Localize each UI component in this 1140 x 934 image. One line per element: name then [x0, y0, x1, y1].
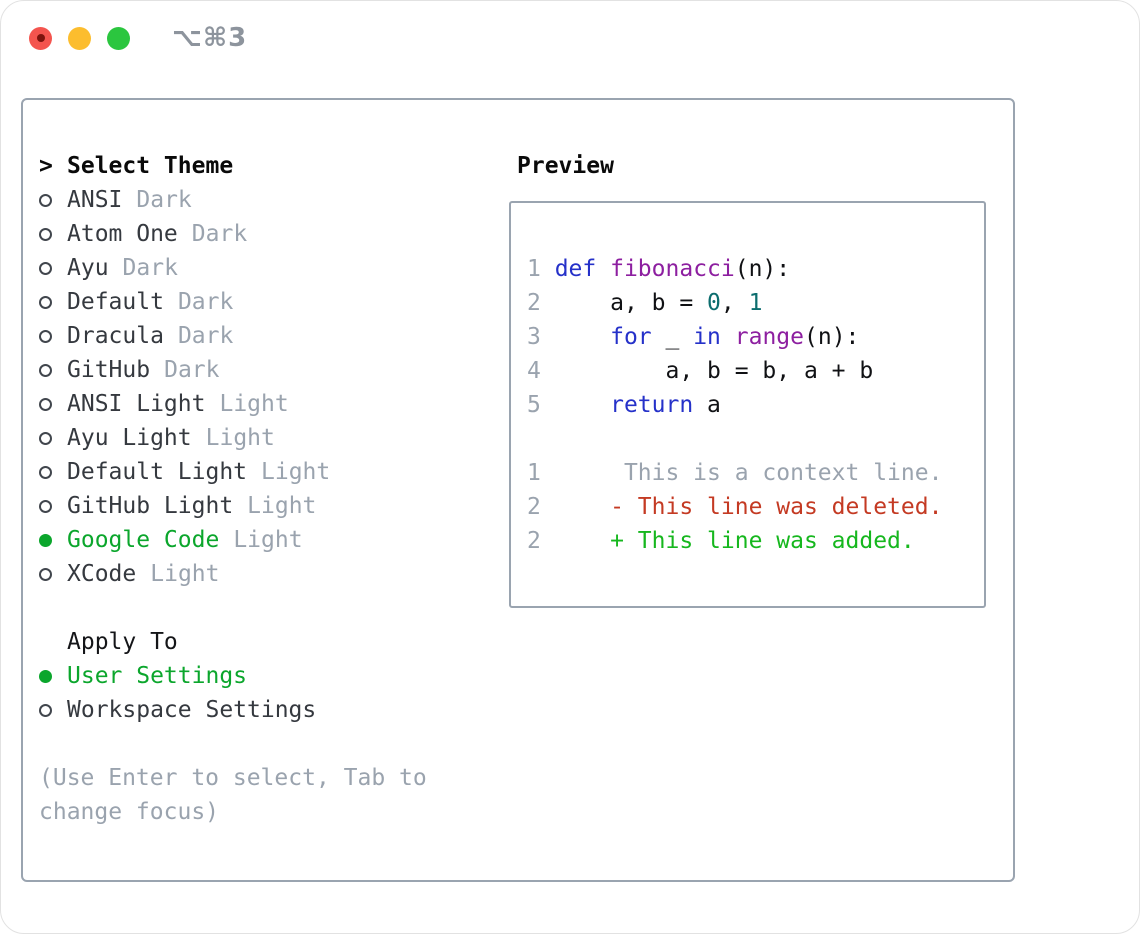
- theme-option-github-light[interactable]: GitHub Light Light: [39, 489, 491, 523]
- close-button-icon[interactable]: [29, 26, 52, 50]
- code-line: 1 This is a context line.: [527, 456, 972, 490]
- variant-tag: Dark: [122, 255, 178, 281]
- code-line: 4 a, b = b, a + b: [527, 354, 972, 388]
- radio-unselected-icon: [39, 296, 52, 309]
- radio-unselected-icon: [39, 194, 52, 207]
- code-line: 2 + This line was added.: [527, 524, 972, 558]
- radio-unselected-icon: [39, 432, 52, 445]
- option-label: XCode: [67, 561, 137, 587]
- zoom-button-icon[interactable]: [107, 26, 130, 50]
- apply-to-header: Apply To: [39, 625, 491, 659]
- line-number: 4: [527, 358, 541, 384]
- variant-tag: Light: [219, 391, 289, 417]
- theme-option-google-code[interactable]: Google Code Light: [39, 523, 491, 557]
- theme-list-header: > Select Theme: [39, 149, 491, 183]
- radio-unselected-icon: [39, 568, 52, 581]
- help-text: (Use Enter to select, Tab to change focu…: [39, 765, 427, 825]
- apply-option-workspace-settings[interactable]: Workspace Settings: [39, 693, 491, 727]
- line-number: 5: [527, 392, 541, 418]
- option-label: ANSI Light: [67, 391, 206, 417]
- apply-option-user-settings[interactable]: User Settings: [39, 659, 491, 693]
- radio-selected-icon: [39, 670, 52, 683]
- radio-unselected-icon: [39, 500, 52, 513]
- line-number: 2: [527, 290, 541, 316]
- radio-unselected-icon: [39, 228, 52, 241]
- variant-tag: Dark: [136, 187, 192, 213]
- theme-option-ayu-light[interactable]: Ayu Light Light: [39, 421, 491, 455]
- radio-unselected-icon: [39, 364, 52, 377]
- theme-option-dracula[interactable]: Dracula Dark: [39, 319, 491, 353]
- theme-option-default-light[interactable]: Default Light Light: [39, 455, 491, 489]
- option-label: Ayu: [67, 255, 109, 281]
- code-line: 1 def fibonacci(n):: [527, 252, 972, 286]
- focus-caret-icon: >: [39, 153, 53, 179]
- option-label: ANSI: [67, 187, 123, 213]
- variant-tag: Dark: [177, 289, 234, 315]
- window-title-shortcut: ⌥⌘3: [172, 23, 248, 53]
- radio-unselected-icon: [39, 262, 52, 275]
- radio-unselected-icon: [39, 466, 52, 479]
- option-label: Default: [67, 289, 164, 315]
- theme-option-ansi-light[interactable]: ANSI Light Light: [39, 387, 491, 421]
- option-label: Workspace Settings: [67, 697, 317, 723]
- option-label: GitHub Light: [67, 493, 234, 519]
- option-label: Google Code: [67, 527, 220, 553]
- variant-tag: Light: [150, 561, 220, 587]
- radio-selected-icon: [39, 534, 52, 547]
- line-number: 3: [527, 324, 541, 350]
- line-number: 2: [527, 494, 541, 520]
- preview-column: Preview 1 def fibonacci(n):2 a, b = 0, 1…: [495, 149, 995, 608]
- option-label: GitHub: [67, 357, 151, 383]
- theme-option-ansi[interactable]: ANSI Dark: [39, 183, 491, 217]
- title-bar: ⌥⌘3: [1, 1, 1139, 75]
- radio-unselected-icon: [39, 330, 52, 343]
- variant-tag: Dark: [164, 357, 220, 383]
- apply-to-title: Apply To: [67, 629, 178, 655]
- theme-option-default[interactable]: Default Dark: [39, 285, 491, 319]
- code-line: 5 return a: [527, 388, 972, 422]
- code-line: 2 a, b = 0, 1: [527, 286, 972, 320]
- line-number: 1: [527, 460, 541, 486]
- variant-tag: Dark: [177, 323, 234, 349]
- code-line: 2 - This line was deleted.: [527, 490, 972, 524]
- option-label: Dracula: [67, 323, 164, 349]
- radio-unselected-icon: [39, 398, 52, 411]
- option-label: Atom One: [67, 221, 178, 247]
- theme-option-ayu[interactable]: Ayu Dark: [39, 251, 491, 285]
- code-line: 3 for _ in range(n):: [527, 320, 972, 354]
- option-label: User Settings: [67, 663, 248, 689]
- variant-tag: Light: [247, 493, 317, 519]
- line-number: 1: [527, 256, 541, 282]
- radio-unselected-icon: [39, 704, 52, 717]
- option-label: Ayu Light: [67, 425, 192, 451]
- theme-option-atom-one[interactable]: Atom One Dark: [39, 217, 491, 251]
- theme-option-github[interactable]: GitHub Dark: [39, 353, 491, 387]
- variant-tag: Light: [261, 459, 331, 485]
- variant-tag: Light: [205, 425, 275, 451]
- code-line: [527, 422, 972, 456]
- preview-title: Preview: [517, 153, 614, 179]
- theme-option-xcode[interactable]: XCode Light: [39, 557, 491, 591]
- variant-tag: Dark: [191, 221, 248, 247]
- option-label: Default Light: [67, 459, 248, 485]
- theme-list-title: Select Theme: [67, 153, 234, 179]
- line-number: 2: [527, 528, 541, 554]
- variant-tag: Light: [233, 527, 303, 553]
- minimize-button-icon[interactable]: [68, 26, 91, 50]
